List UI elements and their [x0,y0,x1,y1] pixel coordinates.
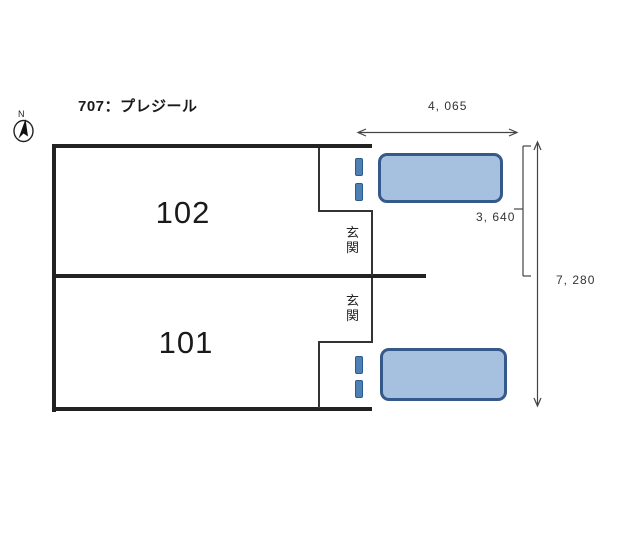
room-number-102: 102 [155,195,211,230]
entrance-step-stone [355,158,363,176]
dimension-building-depth: 7, 280 [556,273,596,287]
horizontal-dimension-arrow [356,128,519,137]
room-number-101: 101 [158,325,214,360]
entrance-step-stone [355,183,363,201]
porch-wall-102-left [318,148,320,212]
vertical-dimension-arrow [533,140,542,408]
unit-depth-bracket [514,145,531,277]
compass-north-label: N [18,109,25,119]
wall-bottom [52,407,372,411]
porch-wall-101-step [318,341,373,343]
dimension-unit-depth: 3, 640 [476,210,516,224]
porch-wall-101-left [318,341,320,408]
porch-wall-102-step [318,210,373,212]
compass-needle [18,119,28,139]
porch-wall-102-right [371,210,373,276]
entrance-label-102: 玄関 [345,225,359,255]
dimension-parking-width: 4, 065 [428,99,468,113]
porch-wall-101-right [371,278,373,343]
wall-top [52,144,372,148]
page-title: 707：プレジール [78,98,198,115]
entrance-step-stone [355,380,363,398]
entrance-label-101: 玄関 [345,293,359,323]
entrance-step-stone [355,356,363,374]
parking-space-lower [380,348,507,401]
wall-left [52,144,56,412]
compass-circle [13,119,34,143]
compass-north-icon: N [13,109,34,143]
wall-unit-divider [52,274,426,278]
parking-space-upper [378,153,503,203]
